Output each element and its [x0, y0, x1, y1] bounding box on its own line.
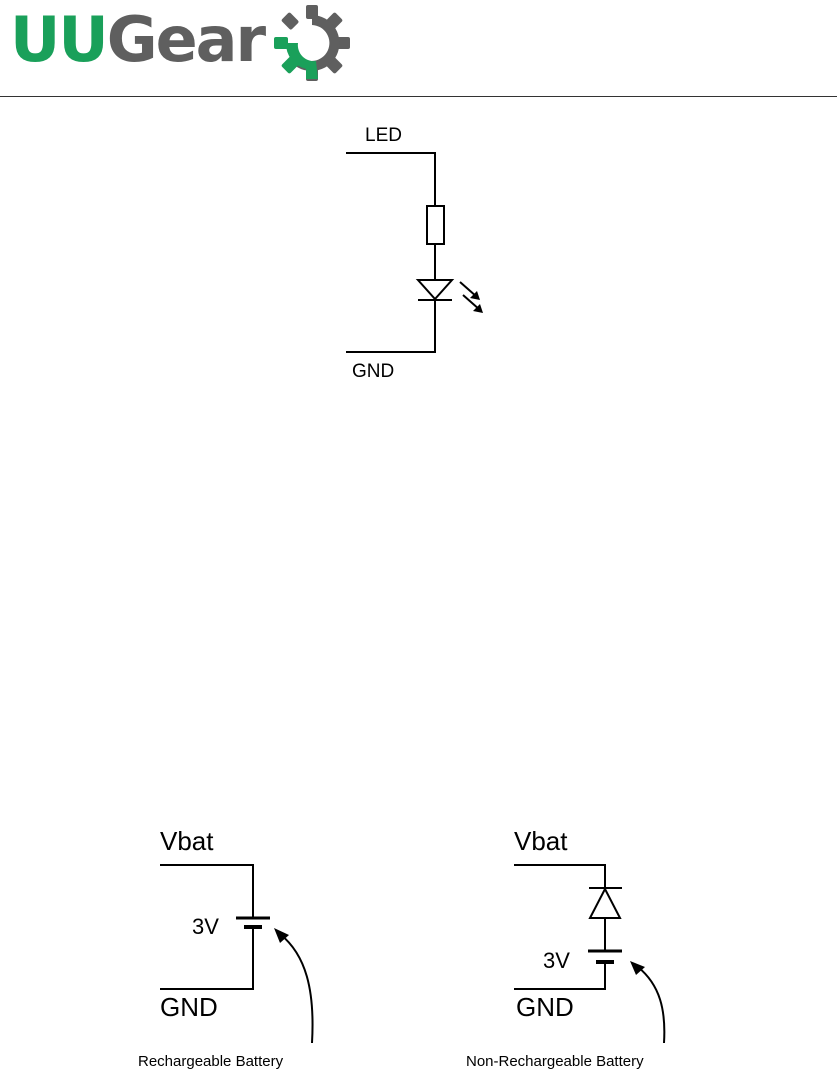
- led-top-label: LED: [365, 125, 402, 146]
- nrb-caption: Non-Rechargeable Battery: [466, 1053, 644, 1070]
- rb-bottom-label: GND: [160, 992, 218, 1022]
- rb-caption: Rechargeable Battery: [138, 1053, 284, 1070]
- nrb-voltage-label: 3V: [543, 948, 570, 973]
- nrb-wire-top: [514, 864, 606, 887]
- nrb-bottom-label: GND: [516, 992, 574, 1022]
- nrb-wire-bottom: [514, 963, 606, 990]
- led-diode-symbol: [415, 279, 455, 301]
- led-circuit-diagram: LED GND: [346, 125, 483, 382]
- rb-arrowhead: [274, 928, 289, 943]
- rb-wire-bottom: [160, 928, 254, 990]
- rb-top-label: Vbat: [160, 826, 214, 856]
- logo-text-gear: Gear: [106, 3, 266, 76]
- nrb-arrowhead: [630, 961, 645, 975]
- light-arrowheads: [470, 291, 483, 313]
- logo[interactable]: UUGear: [10, 0, 266, 80]
- nrb-diode-symbol: [588, 886, 622, 919]
- rb-wire-top: [160, 864, 254, 917]
- rb-caption-arrow: [279, 933, 314, 1044]
- logo-text-uu: UU: [10, 3, 109, 76]
- led-bottom-label: GND: [352, 361, 394, 382]
- gear-icon: [274, 5, 350, 81]
- rb-voltage-label: 3V: [192, 914, 219, 939]
- led-wire-top: [346, 152, 436, 205]
- page-header: UUGear: [0, 0, 837, 97]
- led-wire-bottom: [346, 300, 436, 353]
- header-divider: [0, 96, 837, 97]
- nrb-top-label: Vbat: [514, 826, 568, 856]
- nrb-caption-arrow: [637, 966, 666, 1044]
